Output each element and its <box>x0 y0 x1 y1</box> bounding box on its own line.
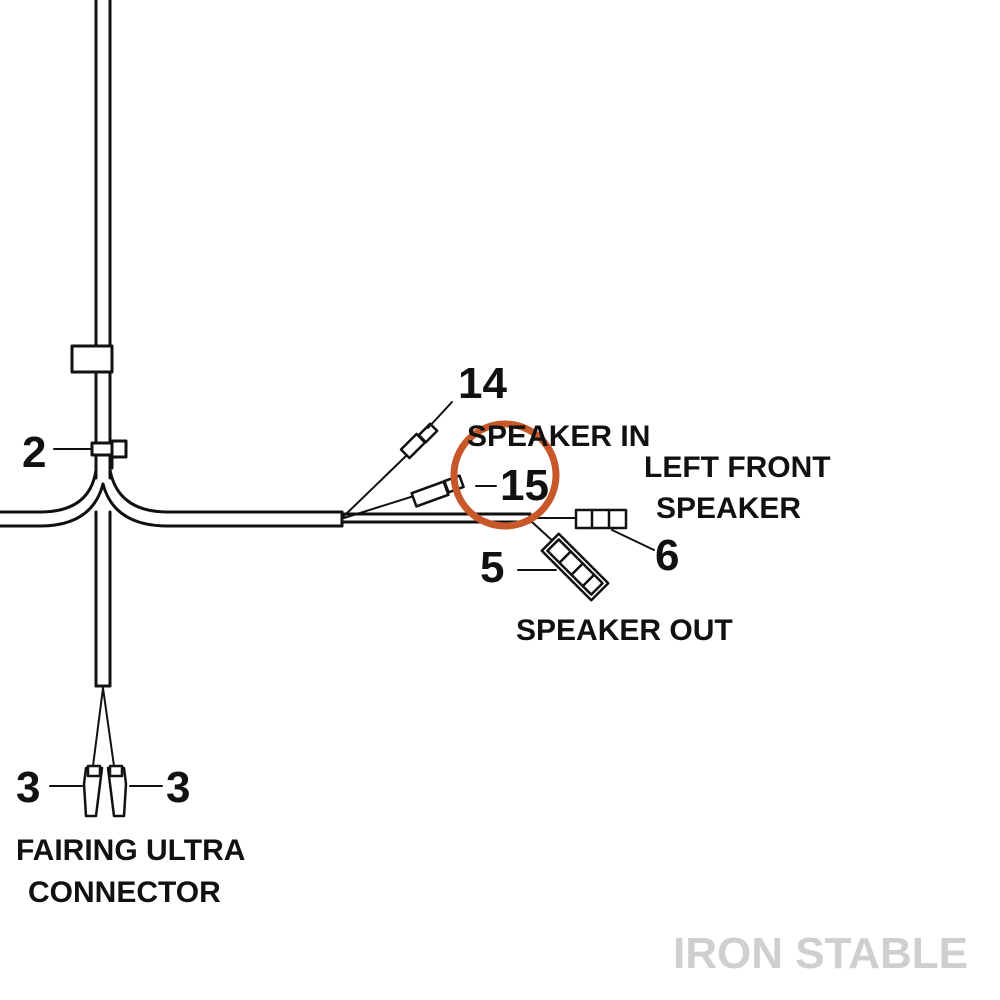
callout-5: 5 <box>480 543 504 592</box>
callout-3-left: 3 <box>16 763 40 812</box>
connector-5 <box>540 532 610 602</box>
fairing-leads <box>92 687 115 767</box>
left-harness-branch <box>0 468 105 528</box>
watermark: IRON STABLE <box>673 929 968 978</box>
speaker-in-leads <box>343 455 415 519</box>
callout-2: 2 <box>22 428 46 477</box>
caption-fairing-1: FAIRING ULTRA <box>16 834 245 867</box>
caption-fairing-2: CONNECTOR <box>28 876 221 909</box>
harness-clamp <box>70 344 114 374</box>
caption-speaker-in: SPEAKER IN <box>467 420 650 453</box>
callout-15: 15 <box>500 461 549 510</box>
caption-speaker-out: SPEAKER OUT <box>516 614 733 647</box>
highlight-circle <box>450 420 560 530</box>
connector-2 <box>90 439 128 470</box>
leader-lines <box>49 401 655 787</box>
connector-6 <box>574 508 628 530</box>
terminal-3-right <box>106 764 128 818</box>
vertical-harness-trunk <box>94 0 112 688</box>
callout-6: 6 <box>655 531 679 580</box>
terminal-3-left <box>82 764 104 818</box>
connector-14 <box>399 422 439 460</box>
caption-left-front-2: SPEAKER <box>656 492 801 525</box>
right-harness-branch <box>101 468 532 528</box>
caption-left-front-1: LEFT FRONT <box>644 451 831 484</box>
callout-14: 14 <box>458 359 507 408</box>
callout-3-right: 3 <box>166 763 190 812</box>
